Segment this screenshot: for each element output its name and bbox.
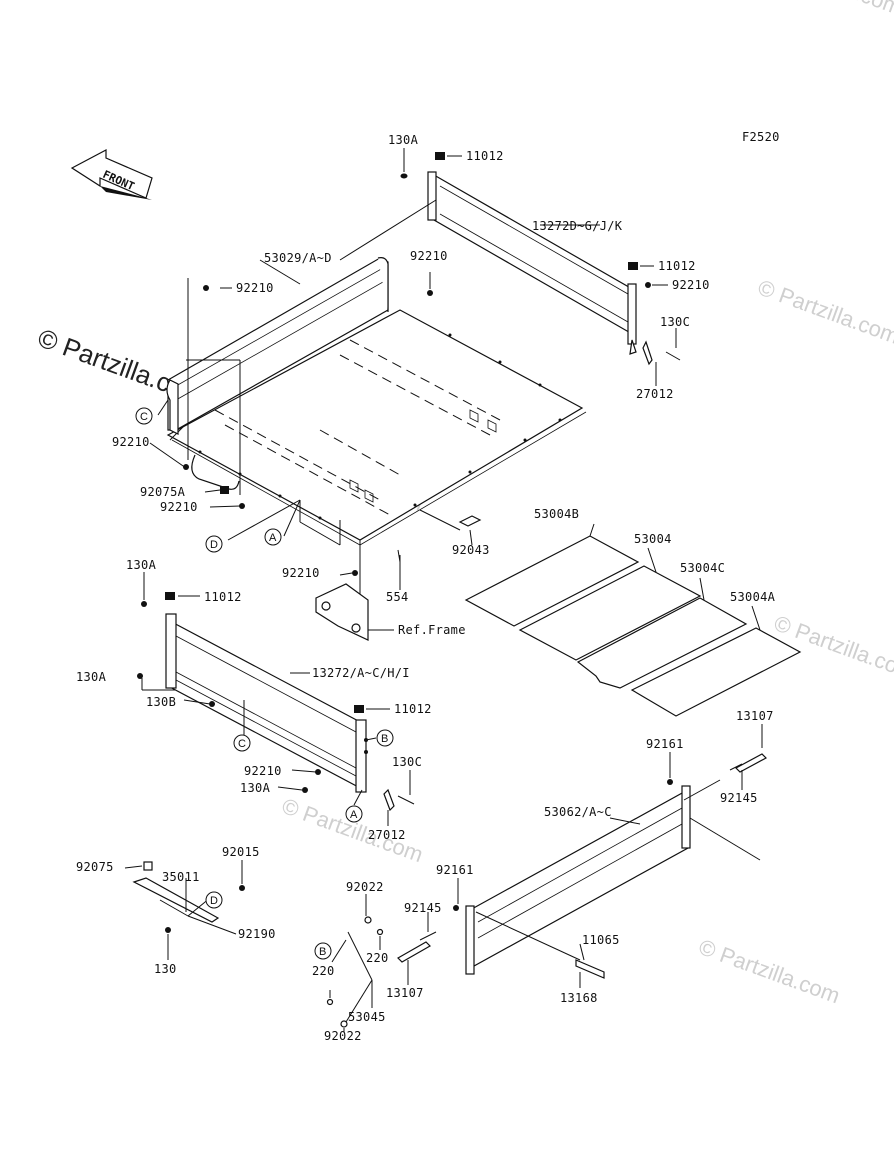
part-92022-bottom: 92022 <box>324 1029 362 1043</box>
part-220-bottom: 220 <box>312 964 335 978</box>
part-130a-left: 130A <box>126 558 157 572</box>
part-92022-top: 92022 <box>346 880 384 894</box>
part-11012-left2: 11012 <box>394 702 432 716</box>
part-53004c: 53004C <box>680 561 725 575</box>
bed-mats <box>464 523 802 717</box>
watermark-3: © Partzilla.com <box>755 275 894 349</box>
part-130c-left: 130C <box>392 755 422 769</box>
watermark-7: © Partzilla.com <box>696 934 844 1008</box>
part-220-top: 220 <box>366 951 389 965</box>
callout-d2: D <box>210 895 218 907</box>
part-53004: 53004 <box>634 532 672 546</box>
part-92210-left: 92210 <box>244 764 282 778</box>
part-92145-right: 92145 <box>720 791 758 805</box>
part-92210-b: 92210 <box>236 281 274 295</box>
ref-frame-label: Ref.Frame <box>398 623 466 637</box>
part-11012-right: 11012 <box>658 259 696 273</box>
part-92210-e: 92210 <box>282 566 320 580</box>
callout-a1: A <box>269 532 277 544</box>
callout-c1: C <box>140 411 148 423</box>
part-130a-left2: 130A <box>76 670 107 684</box>
part-92161-right: 92161 <box>646 737 684 751</box>
part-35011: 35011 <box>162 870 200 884</box>
leaders-rear <box>407 724 763 988</box>
part-53045: 53045 <box>348 1010 386 1024</box>
figure-code: F2520 <box>742 130 780 144</box>
top-fasteners <box>183 152 651 576</box>
callout-b2: B <box>319 946 326 958</box>
part-labels: 130A 11012 13272D~G/J/K 11012 92210 130C… <box>76 133 776 1043</box>
part-92015: 92015 <box>222 845 260 859</box>
part-13168: 13168 <box>560 991 598 1005</box>
callout-d1: D <box>210 539 218 551</box>
bed-front-wall <box>166 257 389 435</box>
bed-floor <box>166 309 587 546</box>
part-13272d: 13272D~G/J/K <box>532 219 623 233</box>
part-130: 130 <box>154 962 177 976</box>
part-11065: 11065 <box>582 933 620 947</box>
part-92210-d: 92210 <box>160 500 198 514</box>
part-92075a: 92075A <box>140 485 186 499</box>
rear-gate-panel <box>453 779 761 975</box>
part-13107-mid: 13107 <box>386 986 424 1000</box>
callout-b1: B <box>381 733 388 745</box>
part-92145-mid: 92145 <box>404 901 442 915</box>
part-130a-top: 130A <box>388 133 419 147</box>
part-27012-left: 27012 <box>368 828 406 842</box>
part-13107-right: 13107 <box>736 709 774 723</box>
part-11012-left: 11012 <box>204 590 242 604</box>
ref-frame-bracket <box>315 583 369 641</box>
part-13272a: 13272/A~C/H/I <box>312 666 410 680</box>
part-53004a: 53004A <box>730 590 776 604</box>
part-27012-right: 27012 <box>636 387 674 401</box>
rear-gate-fasteners <box>397 753 767 979</box>
callout-a2: A <box>350 809 358 821</box>
part-53062: 53062/A~C <box>544 805 612 819</box>
part-130b: 130B <box>146 695 176 709</box>
part-53004b: 53004B <box>534 507 579 521</box>
part-92161-mid: 92161 <box>436 863 474 877</box>
part-92210-a: 92210 <box>410 249 448 263</box>
callout-c2: C <box>238 738 246 750</box>
part-92075: 92075 <box>76 860 114 874</box>
bed-header-panel <box>427 171 681 366</box>
watermark-2: © Partzilla.com <box>757 0 894 20</box>
part-92043: 92043 <box>452 543 490 557</box>
part-554: 554 <box>386 590 409 604</box>
part-92190: 92190 <box>238 927 276 941</box>
part-92210-right: 92210 <box>672 278 710 292</box>
front-arrow-icon: FRONT <box>70 149 153 200</box>
part-130a-left3: 130A <box>240 781 271 795</box>
pins <box>397 515 482 563</box>
part-130c-right: 130C <box>660 315 690 329</box>
part-11012-top: 11012 <box>466 149 504 163</box>
part-92210-c: 92210 <box>112 435 150 449</box>
tailgate-panel <box>137 592 415 812</box>
callout-markers: C D A B C A D B <box>135 407 394 960</box>
leaders-tailgate <box>141 572 411 826</box>
cable-assembly <box>326 894 384 1032</box>
part-53029: 53029/A~D <box>264 251 332 265</box>
